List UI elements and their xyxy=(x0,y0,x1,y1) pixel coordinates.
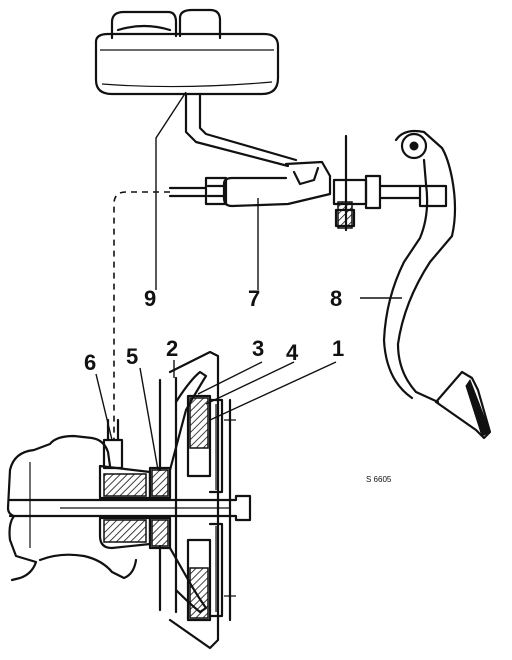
flywheel-rim xyxy=(224,398,236,622)
callout-3: 3 xyxy=(252,336,264,361)
callout-9: 9 xyxy=(144,286,156,311)
input-shaft xyxy=(8,494,252,522)
hydraulic-line xyxy=(113,191,170,440)
callout-6: 6 xyxy=(84,350,96,375)
callout-5: 5 xyxy=(126,344,138,369)
release-bearing xyxy=(148,466,172,550)
firewall-bracket xyxy=(334,134,356,232)
callout-8: 8 xyxy=(330,286,342,311)
pressure-plate xyxy=(186,394,212,622)
clutch-cover xyxy=(158,350,220,650)
callout-2: 2 xyxy=(166,336,178,361)
master-cylinder xyxy=(168,92,422,210)
callout-7: 7 xyxy=(248,286,260,311)
callout-1: 1 xyxy=(332,336,344,361)
reference-code: S 6605 xyxy=(366,475,392,484)
leader-lines xyxy=(95,91,402,471)
fluid-reservoir xyxy=(94,8,280,96)
callout-4: 4 xyxy=(286,340,299,365)
slave-cylinder xyxy=(98,418,152,550)
clutch-pedal xyxy=(382,129,492,440)
